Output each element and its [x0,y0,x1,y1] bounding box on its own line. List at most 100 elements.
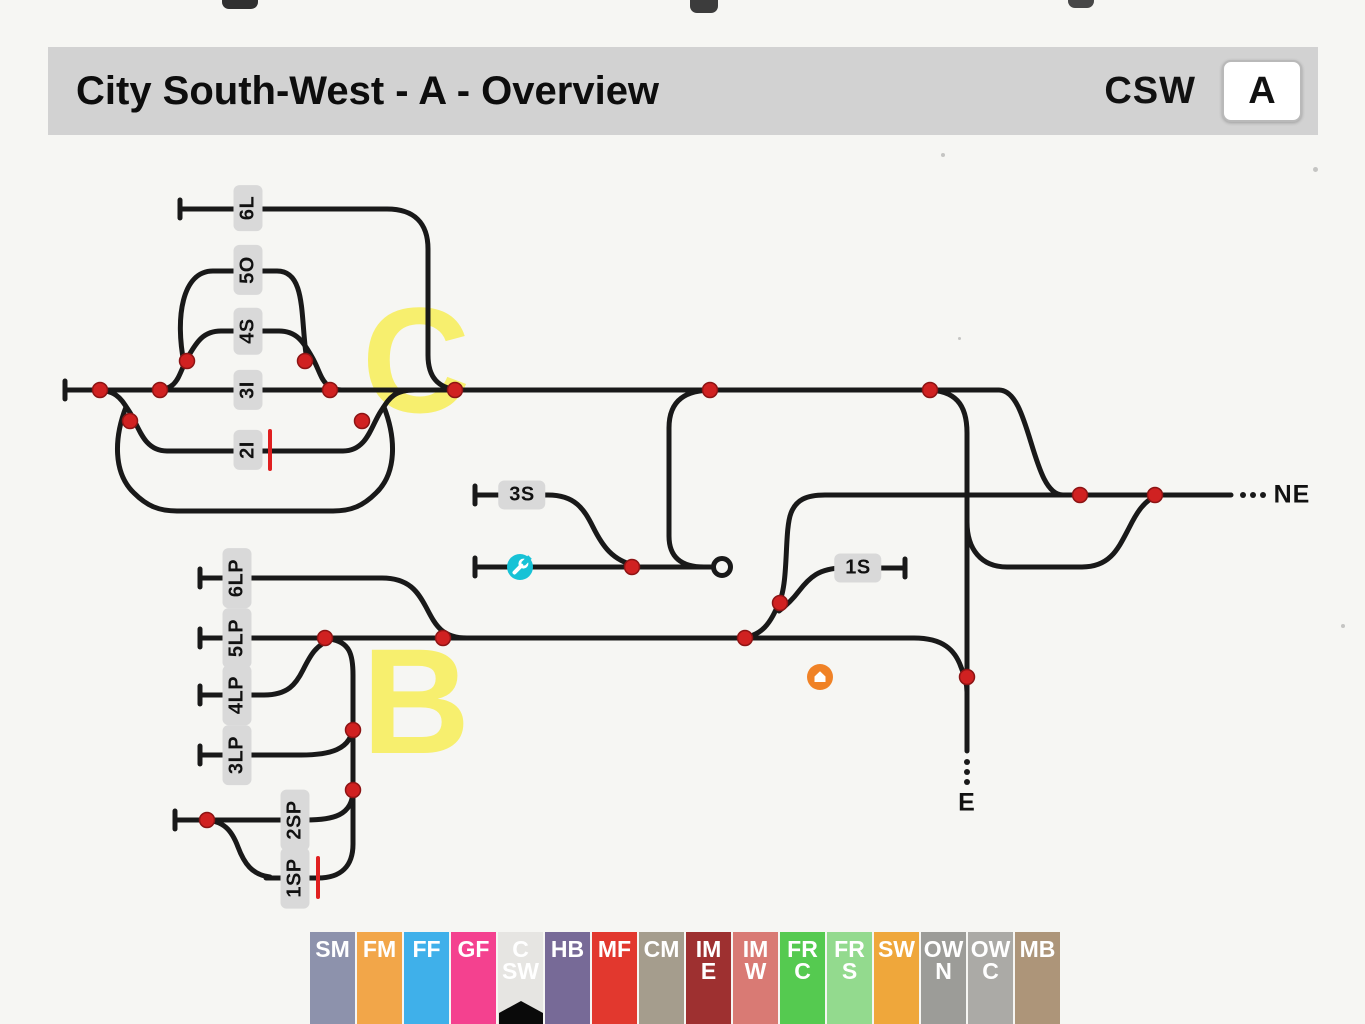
zone-letter-b: B [361,617,470,785]
buffer-stop-circle [711,556,733,578]
region-code: CSW [1104,69,1196,112]
signal-dot [151,381,169,399]
maintenance-wrench-icon [507,554,533,580]
tab-sw[interactable]: SW [874,932,919,1024]
continuation-dots-ne [1240,492,1266,498]
signal-layer [91,352,1164,829]
track-label-5lp: 5LP [222,607,252,669]
track-loop [115,404,395,514]
tab-label: C [982,958,999,984]
track-e-ne-connector [964,493,1160,570]
scan-artifact [958,337,961,340]
signal-dot [321,381,339,399]
scan-artifact [222,0,258,9]
signal-dot [178,352,196,370]
tab-label: C [512,936,529,962]
track-1sp-connector [200,817,273,880]
home-icon [807,664,833,690]
tab-ff[interactable]: FF [404,932,449,1024]
signal-dot [771,594,789,612]
tab-mb[interactable]: MB [1015,932,1060,1024]
signal-dot [121,412,139,430]
track-label-3i: 3I [233,370,263,410]
tab-label: N [935,958,952,984]
tab-label: OW [970,936,1011,962]
exit-label-e: E [958,788,976,817]
signal-dot [344,721,362,739]
tab-label: HB [550,936,585,962]
track-3s [472,492,640,569]
tab-label: GF [457,936,490,962]
signal-dot [701,381,719,399]
tab-label: FR [787,936,818,962]
signal-dot [1146,486,1164,504]
tab-gf[interactable]: GF [451,932,496,1024]
page-title: City South-West - A - Overview [76,68,660,113]
tracks [62,197,1234,881]
tab-label: OW [923,936,964,962]
tab-label: SW [501,958,540,984]
track-label-1s: 1S [834,553,882,583]
tab-label: C [794,958,811,984]
tab-label: S [841,958,858,984]
scan-artifact [941,153,945,157]
exit-label-ne: NE [1273,480,1311,509]
signal-dot [921,381,939,399]
signal-dot [353,412,371,430]
page-letter-badge: A [1222,60,1302,122]
signal-dot [958,668,976,686]
tab-label: FR [834,936,865,962]
signal-dot [316,629,334,647]
header-bar: City South-West - A - Overview CSW A [48,47,1318,135]
track-label-3s: 3S [498,480,546,510]
track-label-6l: 6L [233,184,263,232]
tab-mf[interactable]: MF [592,932,637,1024]
tab-label: IM [695,936,722,962]
tab-label: SW [877,936,916,962]
scan-artifact [1341,624,1345,628]
signal-dot [344,781,362,799]
track-label-5o: 5O [233,245,263,295]
track-label-1sp: 1SP [280,847,310,909]
track-label-2sp: 2SP [280,789,310,851]
signal-dot [446,381,464,399]
tab-label: E [700,958,717,984]
tab-label: FF [412,936,441,962]
track-label-4lp: 4LP [222,664,252,726]
track-label-2i: 2I [233,430,263,470]
continuation-dots-e [964,759,970,785]
track-4lp [197,636,336,698]
track-label-3lp: 3LP [222,724,252,786]
signal-dot [434,629,452,647]
tab-cm[interactable]: CM [639,932,684,1024]
signal-dot [296,352,314,370]
track-siding-from-main [666,387,716,570]
track-label-4s: 4S [233,307,263,355]
tab-fm[interactable]: FM [357,932,402,1024]
signal-dot [91,381,109,399]
tab-hb[interactable]: HB [545,932,590,1024]
tab-label: SM [315,936,350,962]
tab-label: CM [643,936,680,962]
scan-artifact [1068,0,1094,8]
signal-dot [736,629,754,647]
signal-dot [1071,486,1089,504]
tab-label: IM [742,936,769,962]
scan-artifact [1313,167,1318,172]
tab-sm[interactable]: SM [310,932,355,1024]
track-ne-line [734,492,1073,641]
track-label-6lp: 6LP [222,547,252,609]
signal-dot [623,558,641,576]
tab-label: MF [597,936,632,962]
tab-label: FM [362,936,397,962]
track-6l [177,206,466,393]
